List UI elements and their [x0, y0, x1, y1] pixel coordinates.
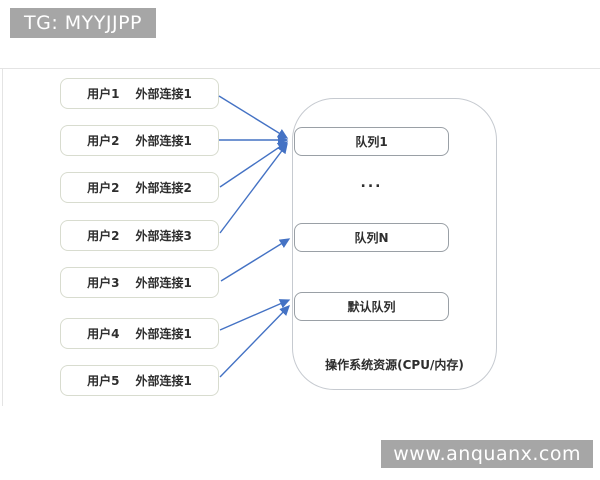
- connection-label: 外部连接1: [135, 374, 192, 388]
- queue-label: 队列1: [355, 135, 388, 149]
- user-label: 用户2: [87, 134, 120, 148]
- user-connection-box: 用户1 外部连接1: [60, 78, 219, 109]
- connection-label: 外部连接2: [135, 181, 192, 195]
- user-label: 用户5: [87, 374, 120, 388]
- connection-label: 外部连接1: [135, 87, 192, 101]
- queue-box: 队列1: [294, 127, 449, 156]
- user-connection-box: 用户4 外部连接1: [60, 318, 219, 349]
- user-connection-box: 用户2 外部连接2: [60, 172, 219, 203]
- user-label: 用户4: [87, 327, 120, 341]
- queue-box: 默认队列: [294, 292, 449, 321]
- connection-line: [218, 95, 289, 139]
- connection-label: 外部连接1: [135, 327, 192, 341]
- user-connection-box: 用户2 外部连接1: [60, 125, 219, 156]
- user-connection-box: 用户3 外部连接1: [60, 267, 219, 298]
- connection-line: [220, 238, 291, 282]
- user-label: 用户1: [87, 87, 120, 101]
- content-border-top: [0, 68, 600, 69]
- watermark-site-badge: www.anquanx.com: [381, 440, 593, 468]
- queue-label: 默认队列: [347, 300, 396, 314]
- content-border-left: [2, 68, 3, 406]
- connection-line: [219, 304, 290, 378]
- connection-label: 外部连接3: [135, 229, 192, 243]
- queue-label: 队列N: [354, 231, 389, 245]
- user-label: 用户3: [87, 276, 120, 290]
- connection-line: [219, 299, 291, 331]
- queues-ellipsis: ...: [360, 175, 383, 191]
- connection-line: [219, 142, 288, 234]
- connection-label: 外部连接1: [135, 276, 192, 290]
- connection-label: 外部连接1: [135, 134, 192, 148]
- os-resources-label: 操作系统资源(CPU/内存): [325, 358, 464, 372]
- os-resources-container: 队列1 ... 队列N 默认队列 操作系统资源(CPU/内存): [292, 98, 497, 390]
- user-connection-box: 用户2 外部连接3: [60, 220, 219, 251]
- user-label: 用户2: [87, 229, 120, 243]
- user-label: 用户2: [87, 181, 120, 195]
- queue-box: 队列N: [294, 223, 449, 252]
- user-connection-box: 用户5 外部连接1: [60, 365, 219, 396]
- watermark-tg-badge: TG: MYYJJPP: [10, 8, 156, 38]
- connection-line: [219, 141, 289, 188]
